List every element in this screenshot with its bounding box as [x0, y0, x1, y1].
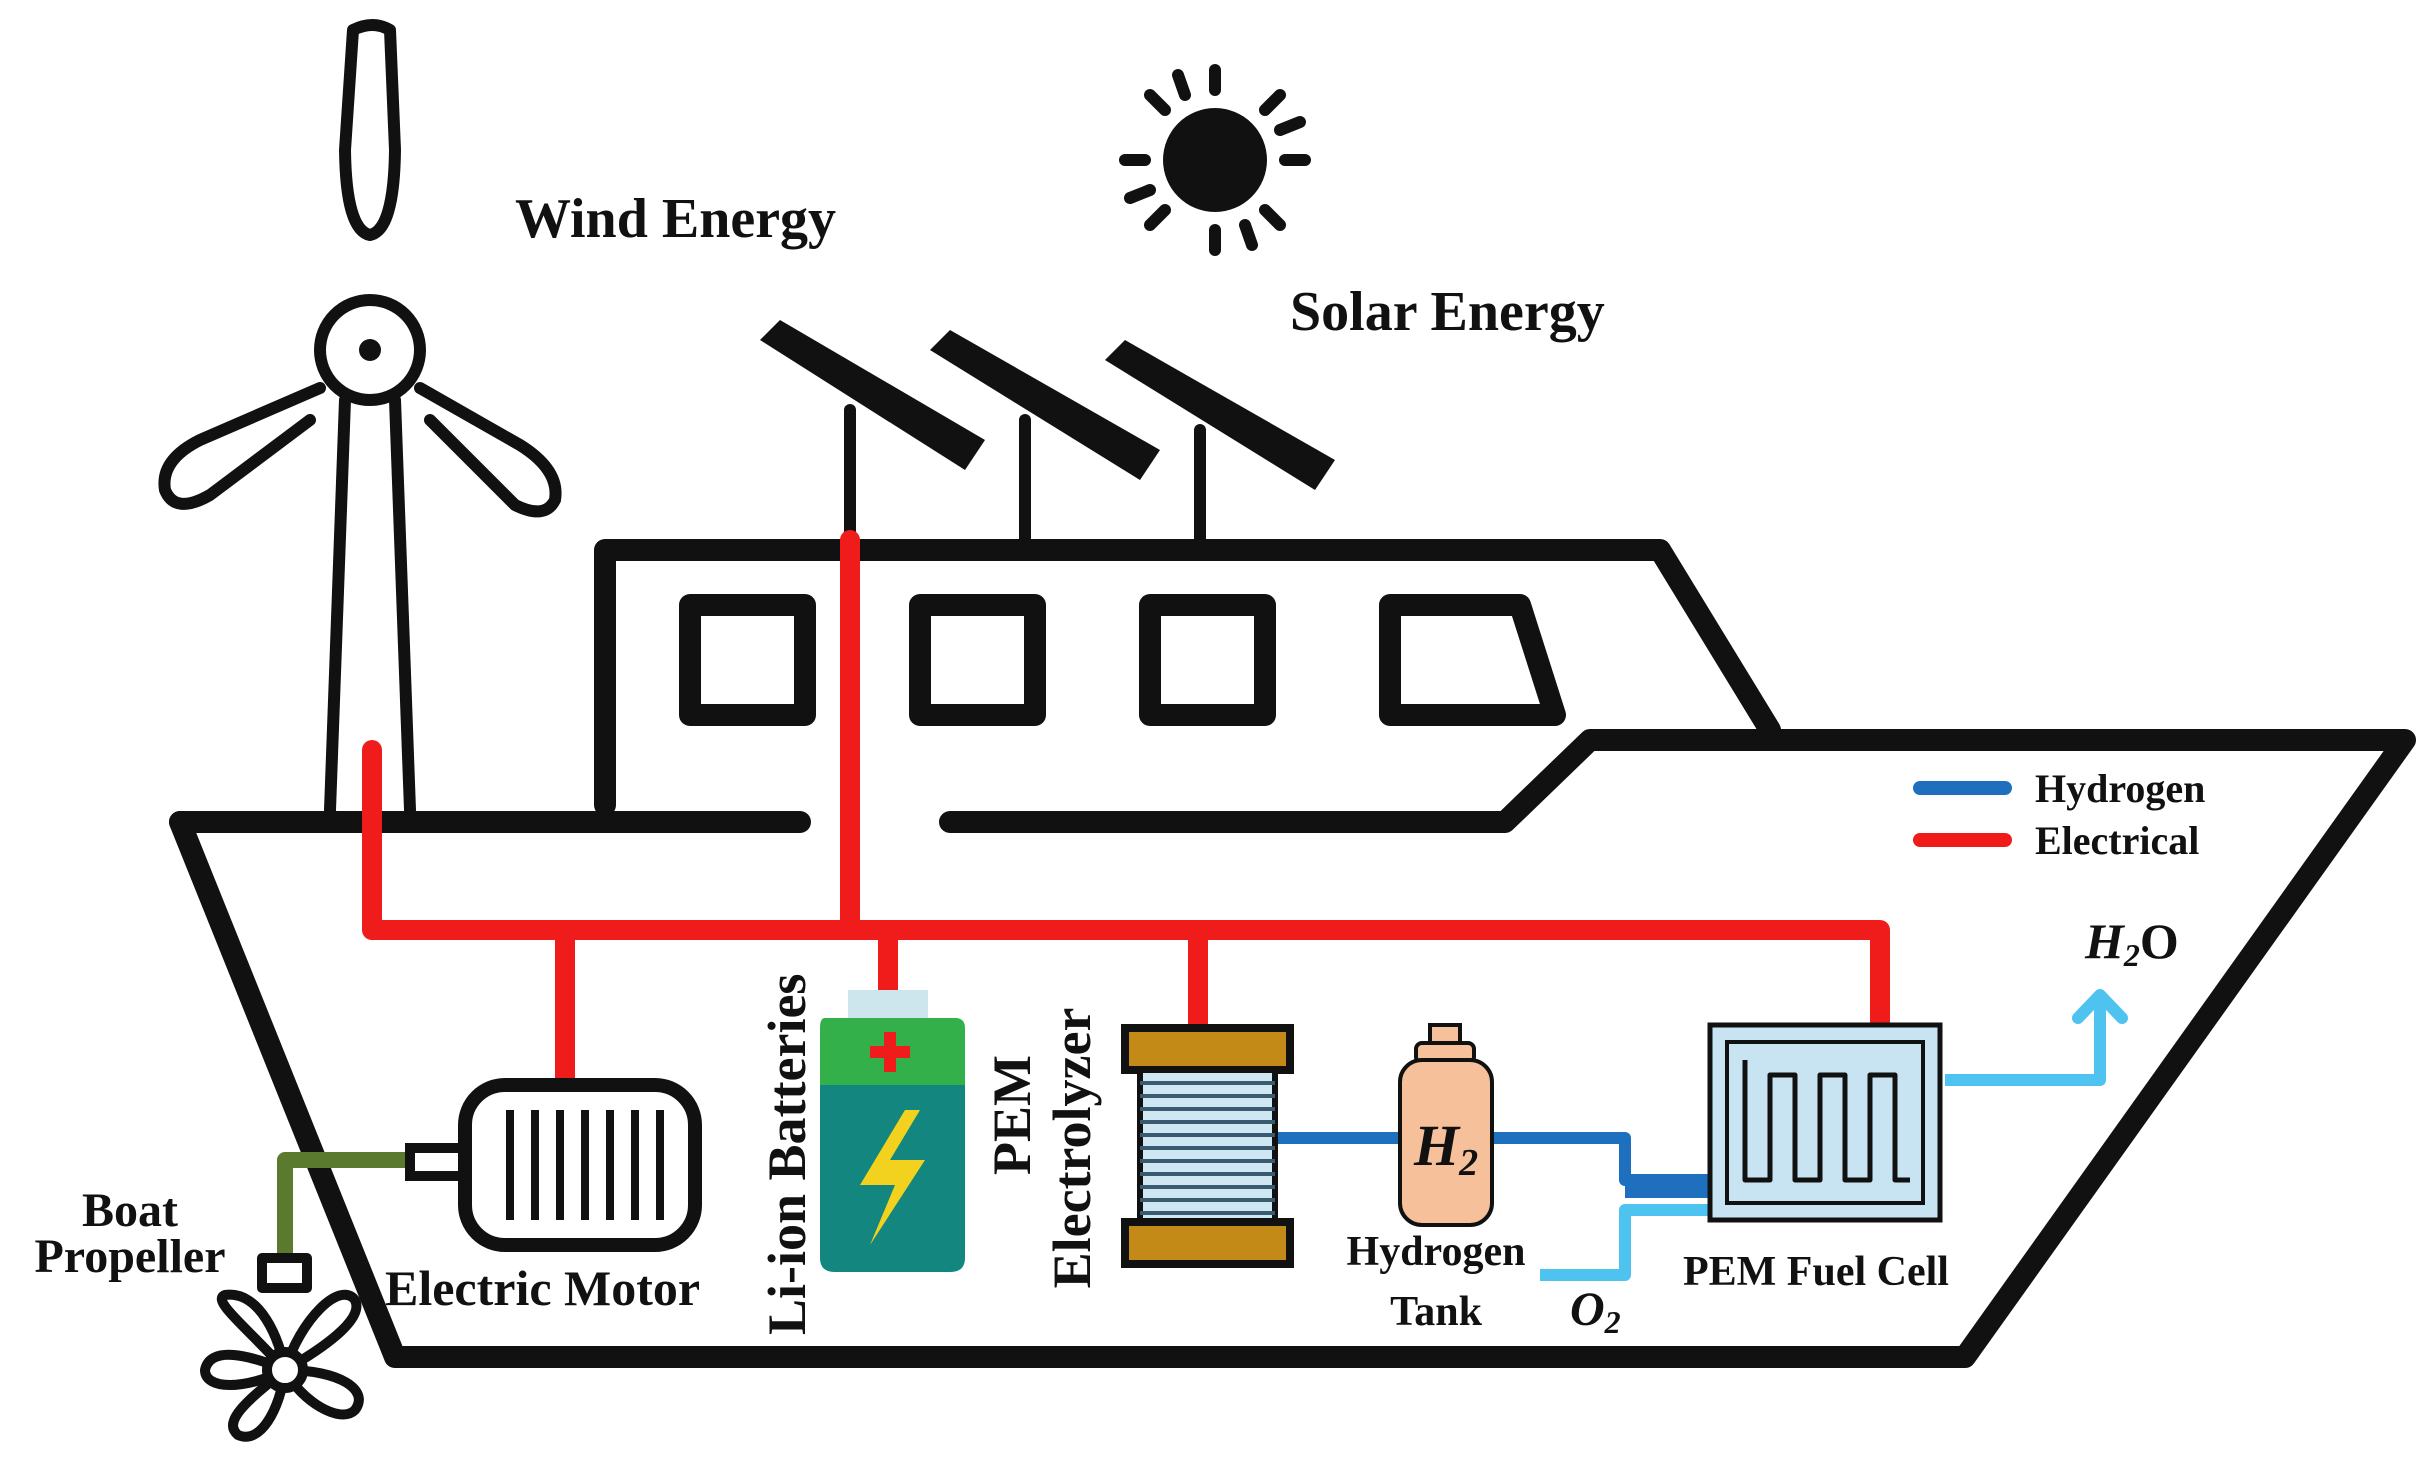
boat-propeller-label-line1: Boat [82, 1184, 178, 1237]
electric-motor-label: Electric Motor [385, 1260, 700, 1316]
electrolyzer-icon [1121, 1024, 1294, 1268]
legend-electrical-label: Electrical [2035, 818, 2199, 863]
electrolyzer-label-line1: PEM [982, 1055, 1042, 1175]
ship-outline [169, 539, 2416, 1368]
legend-hydrogen-label: Hydrogen [2035, 766, 2205, 811]
solar-energy-label: Solar Energy [1290, 281, 1605, 343]
hydrogen-tank-label-line1: Hydrogen [1347, 1229, 1526, 1275]
ship-windows [679, 594, 1566, 726]
hydrogen-tank-icon: H2 [1398, 1023, 1494, 1227]
propeller-shaft [277, 1152, 430, 1258]
boat-propeller-label-line2: Propeller [34, 1230, 225, 1283]
fuel-cell-icon [1707, 1022, 1943, 1223]
fuel-cell-label: PEM Fuel Cell [1683, 1249, 1949, 1295]
hydrogen-tank-label-line2: Tank [1390, 1289, 1483, 1335]
propeller-icon [200, 1253, 364, 1442]
electrolyzer-label-line2: Electrolyzer [1042, 1008, 1102, 1289]
wind-energy-label: Wind Energy [515, 188, 836, 250]
batteries-label: Li-ion Batteries [757, 974, 817, 1335]
electrical-wiring [362, 530, 1890, 1095]
tank-symbol: H2 [1413, 1113, 1478, 1184]
wind-turbine-icon [158, 19, 562, 816]
oxygen-label: O2 [1570, 1283, 1621, 1340]
oxygen-water-piping [1540, 989, 2128, 1281]
water-label: H2O [2084, 913, 2179, 973]
solar-panels-icon [760, 320, 1335, 546]
legend: Hydrogen Electrical [1913, 766, 2205, 863]
battery-icon [820, 990, 965, 1272]
electric-motor-icon [405, 1078, 702, 1252]
hydrogen-piping [1272, 1132, 1740, 1198]
sun-icon [1119, 64, 1311, 256]
turbine-hub-dot [359, 339, 381, 361]
